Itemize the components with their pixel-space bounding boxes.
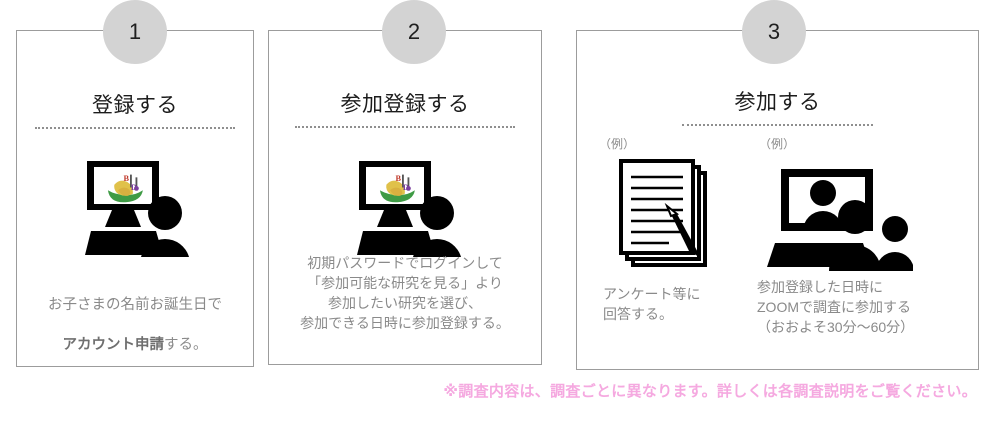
title-divider	[295, 126, 515, 128]
step-panel-2: 参加登録する B D 初期パスワードでログインして 「参加可能な研究を見る」より…	[268, 30, 542, 365]
step-3-zoom-text: 参加登録した日時に ZOOMで調査に参加する （おおよそ30分～60分）	[757, 279, 915, 335]
example-label-zoom: （例）	[759, 137, 796, 151]
step-number-3: 3	[742, 0, 806, 64]
step-number-1: 1	[103, 0, 167, 64]
step-panel-1: 登録する B D お子さまの名前お誕生日で アカウント申請する	[16, 30, 254, 367]
step-3-title: 参加する	[734, 91, 821, 114]
step-1-body-bold: アカウント申請	[62, 337, 165, 353]
step-3-survey-text: アンケート等に 回答する。	[603, 286, 701, 322]
video-conference-icon	[767, 169, 913, 271]
monitor-person-icon: B D	[85, 161, 189, 257]
step-1-body-line1: お子さまの名前お誕生日で	[48, 297, 222, 313]
footer-note: ※調査内容は、調査ごとに異なります。詳しくは各調査説明をご覧ください。	[443, 383, 977, 400]
svg-text:B: B	[124, 174, 130, 183]
step-2-body: 初期パスワードでログインして 「参加可能な研究を見る」より 参加したい研究を選び…	[300, 255, 510, 331]
svg-text:D: D	[131, 183, 137, 192]
title-divider	[35, 127, 235, 129]
step-1-body: お子さまの名前お誕生日で アカウント申請する。	[17, 275, 253, 355]
example-label-survey: （例）	[599, 137, 636, 151]
svg-text:B: B	[396, 174, 402, 183]
step-2-title: 参加登録する	[340, 93, 470, 116]
title-divider	[682, 124, 873, 126]
document-stack-pencil-icon	[619, 159, 707, 267]
step-panel-3: 参加する （例） （例）	[576, 30, 979, 370]
step-1-body-tail: する。	[164, 337, 208, 353]
step-number-2: 2	[382, 0, 446, 64]
monitor-person-icon: B D	[357, 161, 461, 257]
step-1-title: 登録する	[92, 94, 178, 117]
svg-text:D: D	[403, 183, 409, 192]
